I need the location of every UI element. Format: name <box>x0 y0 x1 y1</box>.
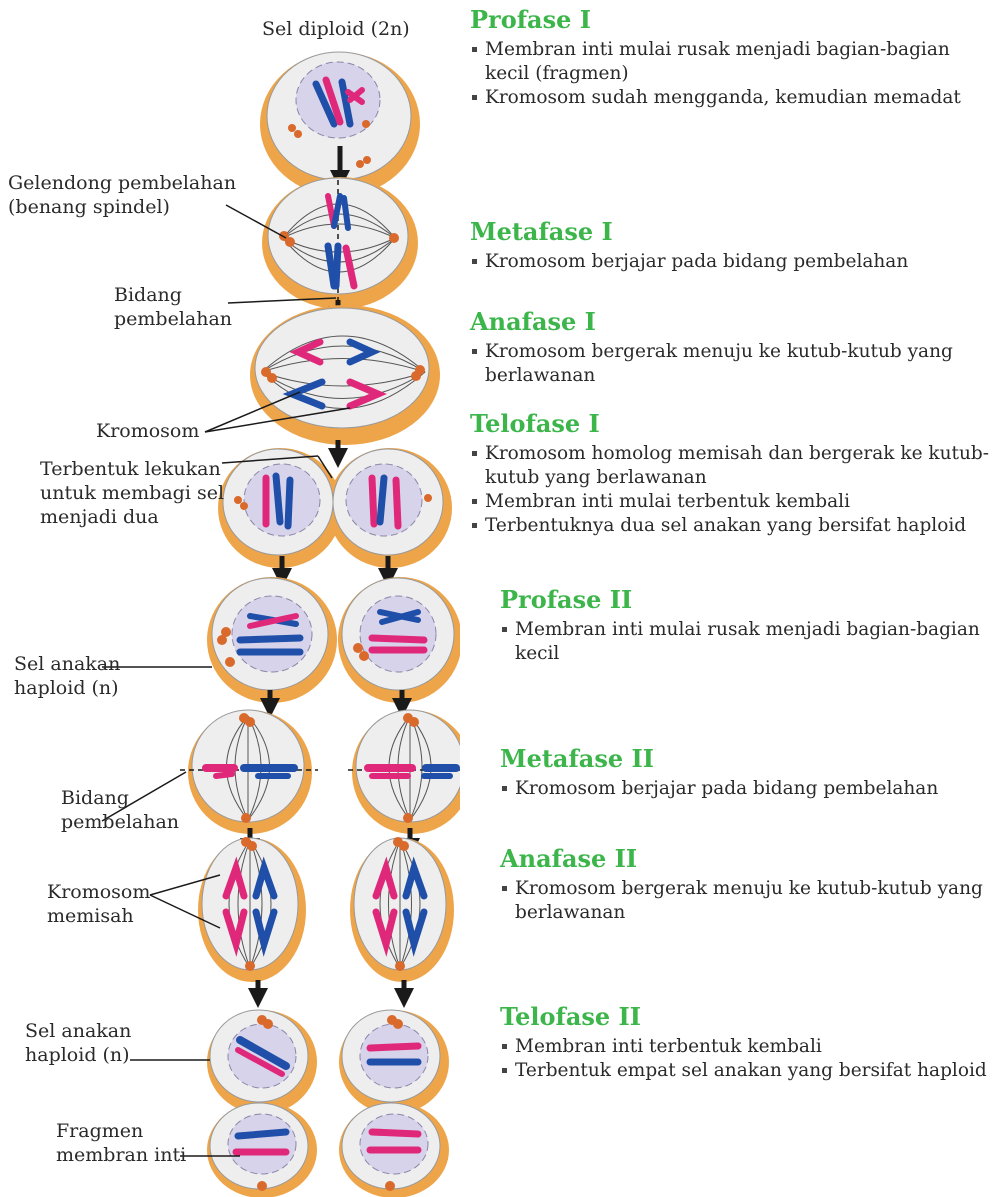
label-plane-2-line-2: pembelahan <box>61 810 179 834</box>
stage-item: Membran inti mulai rusak menjadi bagian-… <box>470 38 990 86</box>
stage-item: Kromosom sudah mengganda, kemudian memad… <box>470 86 990 110</box>
label-memisah: Kromosom memisah <box>47 880 150 928</box>
label-fragmen-line-1: Fragmen <box>56 1119 186 1143</box>
cell-telofase-2-left <box>207 1010 317 1197</box>
label-haploid-2: Sel anakan haploid (n) <box>25 1019 131 1067</box>
label-haploid-1-line-2: haploid (n) <box>14 676 120 700</box>
stage-item: Kromosom bergerak menuju ke kutub-kutub … <box>500 877 990 925</box>
stage-list: Kromosom berjajar pada bidang pembelahan <box>470 250 990 274</box>
label-plane-2-line-1: Bidang <box>61 786 179 810</box>
label-plane-2: Bidang pembelahan <box>61 786 179 834</box>
cell-anafase-2-right <box>350 837 454 982</box>
label-plane-1-line-1: Bidang <box>114 283 232 307</box>
cell-metafase-2-left <box>180 710 318 834</box>
label-haploid-2-line-1: Sel anakan <box>25 1019 131 1043</box>
label-lekukan: Terbentuk lekukan untuk membagi sel menj… <box>40 457 224 529</box>
stage-item: Kromosom berjajar pada bidang pembelahan <box>470 250 990 274</box>
stage-title: Anafase II <box>500 845 990 873</box>
cell-profase-2-right <box>338 577 460 703</box>
label-lekukan-line-1: Terbentuk lekukan <box>40 457 224 481</box>
stage-list: Kromosom homolog memisah dan bergerak ke… <box>470 442 990 538</box>
cell-metafase-1 <box>262 177 418 309</box>
stage-title: Telofase II <box>500 1003 990 1031</box>
label-haploid-2-line-2: haploid (n) <box>25 1043 131 1067</box>
stage-metafase-2: Metafase II Kromosom berjajar pada bidan… <box>500 745 990 801</box>
stage-title: Metafase I <box>470 218 990 246</box>
stage-list: Membran inti mulai rusak menjadi bagian-… <box>470 38 990 110</box>
cell-profase-2-left <box>207 577 337 703</box>
stage-title: Metafase II <box>500 745 990 773</box>
stage-title: Anafase I <box>470 308 990 336</box>
stage-item: Kromosom berjajar pada bidang pembelahan <box>500 777 990 801</box>
label-spindle: Gelendong pembelahan (benang spindel) <box>8 171 236 219</box>
label-haploid-1-line-1: Sel anakan <box>14 652 120 676</box>
stage-metafase-1: Metafase I Kromosom berjajar pada bidang… <box>470 218 990 274</box>
label-plane-1: Bidang pembelahan <box>114 283 232 331</box>
cell-anafase-2-left <box>198 837 306 982</box>
stage-telofase-2: Telofase II Membran inti terbentuk kemba… <box>500 1003 990 1083</box>
stage-item: Terbentuk empat sel anakan yang bersifat… <box>500 1059 990 1083</box>
stage-item: Kromosom bergerak menuju ke kutub-kutub … <box>470 340 990 388</box>
stage-list: Kromosom bergerak menuju ke kutub-kutub … <box>470 340 990 388</box>
stage-telofase-1: Telofase I Kromosom homolog memisah dan … <box>470 410 990 538</box>
label-fragmen-line-2: membran inti <box>56 1143 186 1167</box>
stage-item: Membran inti mulai terbentuk kembali <box>470 490 990 514</box>
label-memisah-line-2: memisah <box>47 904 150 928</box>
stage-profase-2: Profase II Membran inti mulai rusak menj… <box>500 586 990 666</box>
label-diploid: Sel diploid (2n) <box>262 17 410 41</box>
stage-item: Membran inti terbentuk kembali <box>500 1035 990 1059</box>
stage-profase-1: Profase I Membran inti mulai rusak menja… <box>470 6 990 110</box>
stage-list: Membran inti mulai rusak menjadi bagian-… <box>500 618 990 666</box>
stage-title: Profase I <box>470 6 990 34</box>
label-plane-1-line-2: pembelahan <box>114 307 232 331</box>
label-kromosom: Kromosom <box>96 419 199 443</box>
cell-anafase-1 <box>250 305 440 445</box>
stage-title: Telofase I <box>470 410 990 438</box>
cell-telofase-2-right <box>339 1010 449 1197</box>
stage-item: Membran inti mulai rusak menjadi bagian-… <box>500 618 990 666</box>
cell-telofase-1 <box>218 448 452 568</box>
label-lekukan-line-2: untuk membagi sel <box>40 481 224 505</box>
cell-metafase-2-right <box>348 710 460 834</box>
stage-item: Kromosom homolog memisah dan bergerak ke… <box>470 442 990 490</box>
label-memisah-line-1: Kromosom <box>47 880 150 904</box>
stage-title: Profase II <box>500 586 990 614</box>
stage-list: Kromosom berjajar pada bidang pembelahan <box>500 777 990 801</box>
stage-list: Membran inti terbentuk kembali Terbentuk… <box>500 1035 990 1083</box>
stage-anafase-2: Anafase II Kromosom bergerak menuju ke k… <box>500 845 990 925</box>
label-lekukan-line-3: menjadi dua <box>40 505 224 529</box>
label-haploid-1: Sel anakan haploid (n) <box>14 652 120 700</box>
stage-anafase-1: Anafase I Kromosom bergerak menuju ke ku… <box>470 308 990 388</box>
stage-item: Terbentuknya dua sel anakan yang bersifa… <box>470 514 990 538</box>
label-fragmen: Fragmen membran inti <box>56 1119 186 1167</box>
stage-list: Kromosom bergerak menuju ke kutub-kutub … <box>500 877 990 925</box>
label-spindle-line-1: Gelendong pembelahan <box>8 171 236 195</box>
label-spindle-line-2: (benang spindel) <box>8 195 236 219</box>
